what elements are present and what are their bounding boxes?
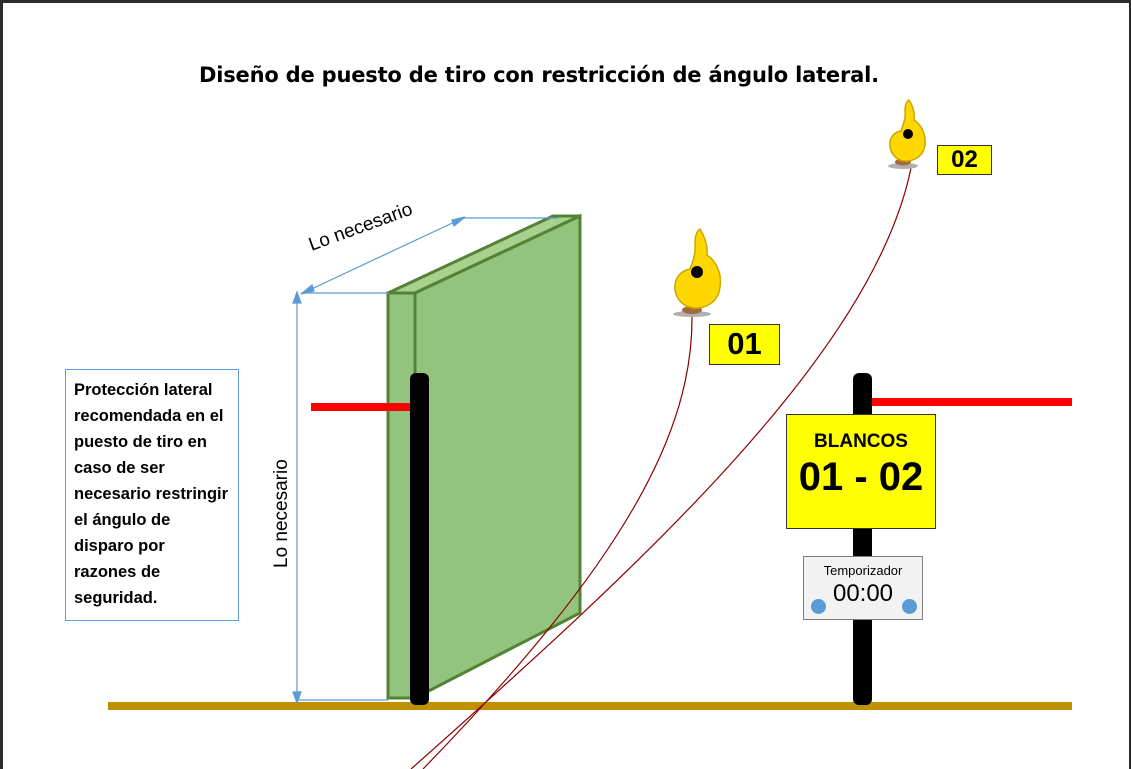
trajectory-01 bbox=[422, 315, 693, 769]
diagram-title: Diseño de puesto de tiro con restricción… bbox=[199, 63, 879, 87]
sign-range: 01 - 02 bbox=[798, 455, 924, 499]
targets-sign: BLANCOS 01 - 02 bbox=[786, 414, 936, 529]
diagram-art bbox=[108, 98, 1072, 769]
target-02-icon bbox=[888, 98, 926, 169]
target-01-icon bbox=[673, 227, 722, 317]
timer-right-button-icon[interactable] bbox=[902, 599, 917, 614]
trajectory-02 bbox=[410, 167, 912, 769]
target-02-label: 02 bbox=[937, 145, 992, 175]
height-dimension-label: Lo necesario bbox=[271, 459, 292, 568]
timer-left-button-icon[interactable] bbox=[811, 599, 826, 614]
target-01-label: 01 bbox=[709, 324, 780, 365]
timer-label: Temporizador bbox=[823, 563, 903, 578]
width-dimension-arrow bbox=[300, 216, 558, 295]
protection-note: Protección lateral recomendada en el pue… bbox=[65, 369, 239, 621]
diagram-canvas: Diseño de puesto de tiro con restricción… bbox=[3, 3, 1129, 769]
protection-panel-side bbox=[413, 213, 582, 701]
left-post bbox=[410, 373, 429, 705]
right-restriction-bar bbox=[865, 398, 1072, 406]
timer-value: 00:00 bbox=[832, 580, 894, 607]
left-restriction-bar bbox=[311, 403, 411, 411]
height-dimension-arrow bbox=[292, 290, 388, 705]
ground-line bbox=[108, 702, 1072, 710]
timer-box: Temporizador 00:00 bbox=[803, 556, 923, 620]
sign-heading: BLANCOS bbox=[814, 431, 908, 452]
